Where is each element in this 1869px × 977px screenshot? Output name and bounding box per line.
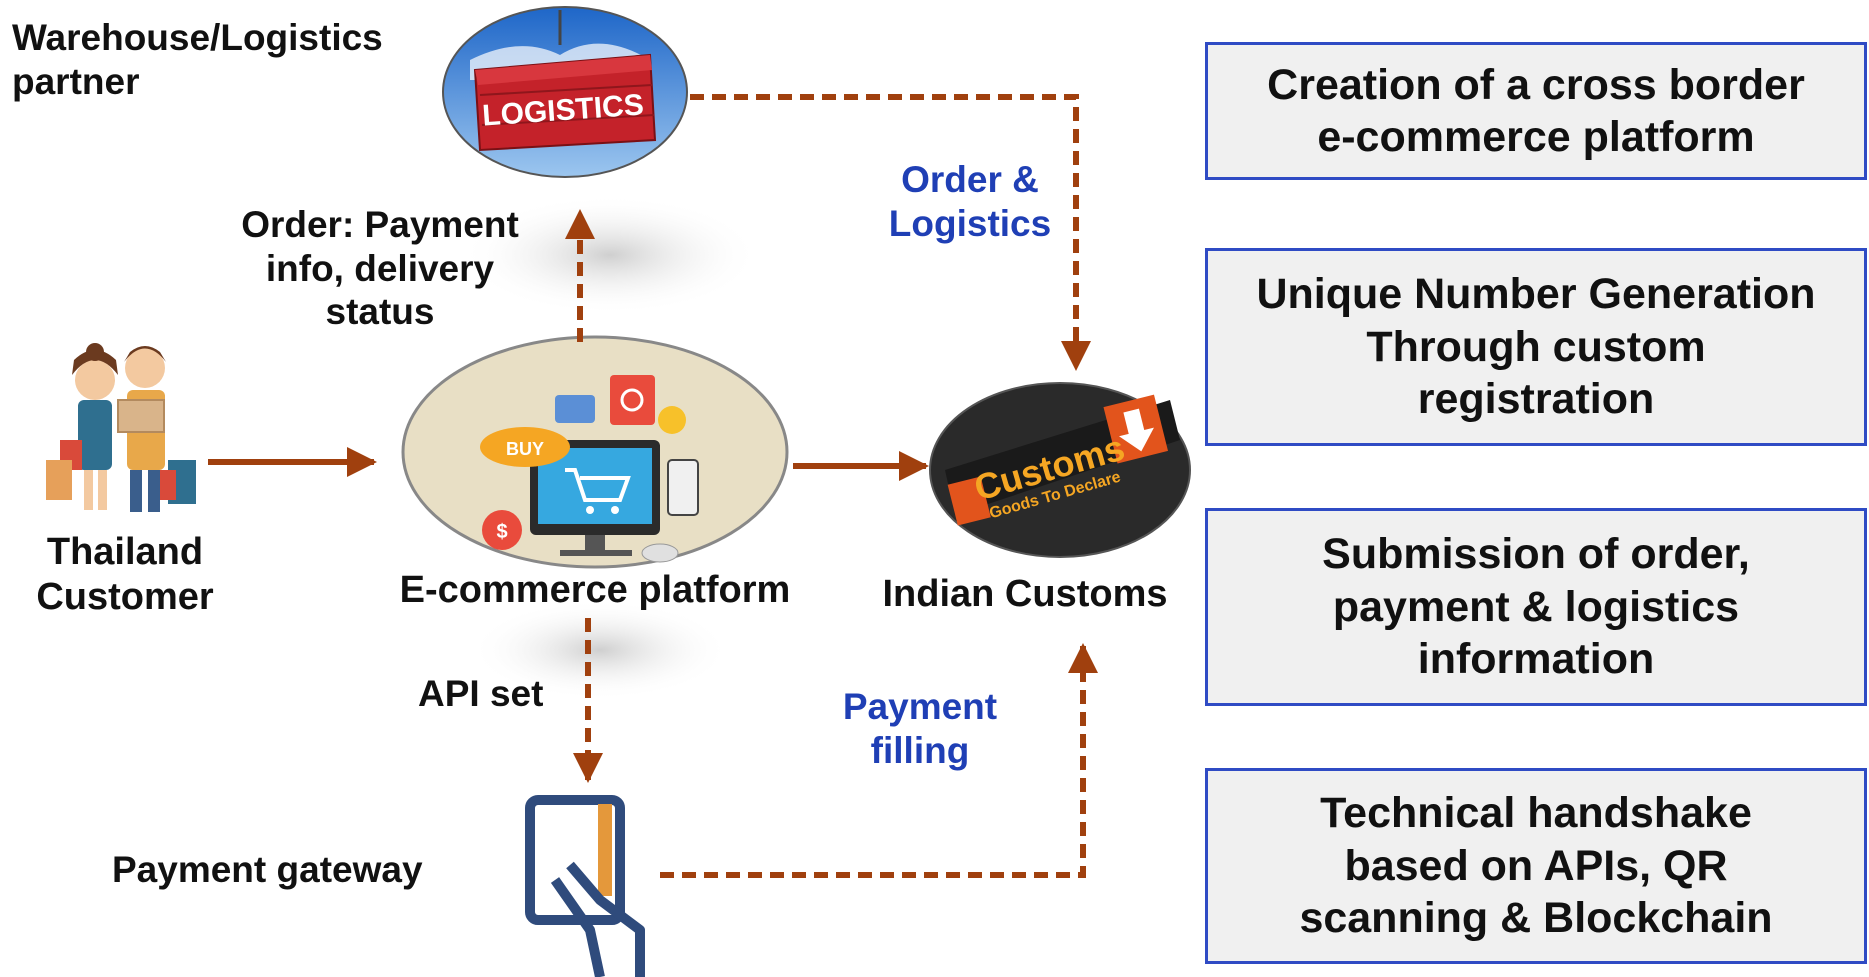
buy-badge-label: BUY [506, 439, 544, 459]
customs-sign-image: Customs Goods To Declare [929, 382, 1191, 558]
dollar-icon: $ [496, 521, 507, 543]
arrow-logistics-to-customs [690, 94, 1091, 371]
thailand-customer-label: Thailand Customer [36, 531, 214, 618]
info-box-cross-border-platform: Creation of a cross border e-commerce pl… [1205, 42, 1867, 180]
arrow-gateway-to-customs [660, 643, 1098, 878]
payment-filling-label: Payment filling [842, 686, 998, 771]
api-set-label: API set [418, 673, 544, 714]
info-box-submission: Submission of order, payment & logistics… [1205, 508, 1867, 706]
card-in-hand-icon [525, 795, 645, 977]
shadow [470, 600, 730, 700]
customer-people-icon [46, 343, 196, 512]
info-box-technical-handshake: Technical handshake based on APIs, QR sc… [1205, 768, 1867, 964]
info-box-unique-number: Unique Number Generation Through custom … [1205, 248, 1867, 446]
order-logistics-label: Order & Logistics [888, 159, 1052, 244]
warehouse-partner-label: Warehouse/Logistics partner [12, 17, 383, 102]
shadow [460, 195, 760, 315]
payment-gateway-label: Payment gateway [112, 849, 423, 890]
ecommerce-platform-label: E-commerce platform [399, 569, 791, 611]
indian-customs-label: Indian Customs [882, 573, 1168, 615]
order-payment-info-label: Order: Payment info, delivery status [241, 204, 519, 333]
logistics-container-image: LOGISTICS [442, 6, 688, 178]
ecommerce-platform-image: BUY $ [401, 335, 789, 569]
